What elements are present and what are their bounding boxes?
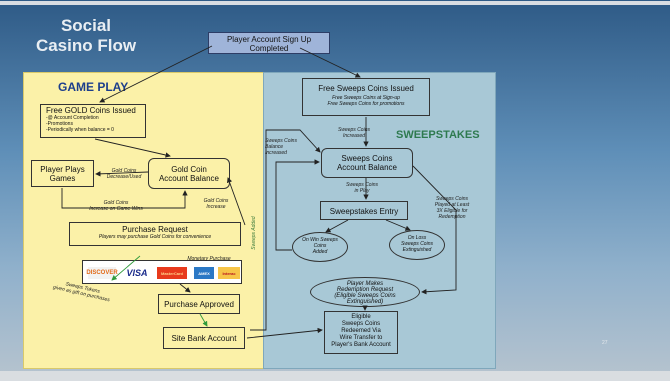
player-plays-node: Player Plays Games (31, 160, 94, 187)
gold-increase-line-2: Increase (206, 204, 226, 210)
gold-increase-win-label: Gold Coins Increase on Game Wins (76, 200, 156, 212)
gold-increase-line-1: Gold Coins (203, 198, 229, 204)
amex-card: AMEX (194, 267, 214, 279)
free-sweeps-line-1: Free Sweeps Coins at Sign-up (332, 95, 400, 101)
page-number: 27 (602, 340, 608, 346)
on-loss-node: On Loss Sweeps Coins Extinguished (389, 230, 445, 260)
sweepstakes-heading: SWEEPSTAKES (396, 129, 480, 141)
sweeps-increased-label: Sweeps Coins Increased (332, 127, 376, 139)
sweeps-increased-line-2: Increased (343, 133, 365, 139)
free-sweeps-title: Free Sweeps Coins Issued (318, 84, 414, 93)
bottom-strip (0, 371, 670, 381)
purchase-request-subtitle: Players may purchase Gold Coins for conv… (98, 234, 212, 240)
eligible-node: Eligible Sweeps Coins Redeemed Via Wire … (324, 311, 398, 354)
free-gold-line-2: -Promotions (46, 121, 73, 127)
slide-title-line-1: Social (60, 16, 112, 35)
free-gold-line-1: -@ Account Completion (46, 115, 99, 121)
signup-node: Player Account Sign Up Completed (208, 32, 330, 54)
sweeps-balance-increased-label: Sweeps Coins Balance Increased (265, 138, 303, 156)
free-gold-title: Free GOLD Coins Issued (46, 106, 136, 115)
free-sweeps-line-2: Free Sweeps Coins for promotions (327, 101, 405, 107)
slide-title-line-2: Casino Flow (35, 36, 137, 55)
on-win-line-3: Added (312, 249, 328, 255)
gold-decrease-line-1: Gold Coins (111, 168, 137, 174)
gold-balance-node: Gold Coin Account Balance (148, 158, 230, 189)
in-play-label: Sweeps Coins in Play (340, 182, 384, 194)
player-plays-line-2: Games (49, 174, 76, 183)
site-bank-label: Site Bank Account (171, 334, 237, 343)
in-play-line-1: Sweeps Coins (346, 182, 378, 188)
player-plays-line-1: Player Plays (40, 165, 85, 174)
eligible-line-4: Wire Transfer to (339, 335, 383, 341)
played-3x-label: Sweeps Coins Played at Least 3X Eligible… (428, 196, 476, 220)
eligible-line-5: Player's Bank Account (331, 342, 391, 348)
interac-card: Interac (218, 267, 240, 279)
gold-decrease-line-2: Decrease/Used (106, 174, 142, 180)
discover-card: DISCOVER (86, 267, 118, 279)
gold-increase-win-line-2: Increase on Game Wins (89, 206, 143, 212)
eligible-line-2: Sweeps Coins (341, 321, 381, 327)
sweeps-balance-increased-line-3: Increased (265, 150, 287, 156)
redemption-line-3: (Eligible Sweeps Coins (334, 293, 396, 299)
sweepstakes-entry-label: Sweepstakes Entry (329, 207, 399, 216)
free-sweeps-node: Free Sweeps Coins Issued Free Sweeps Coi… (302, 78, 430, 116)
game-play-heading: GAME PLAY (58, 80, 129, 94)
redemption-line-2: Redemption Request (336, 287, 394, 293)
sweepstakes-entry-node: Sweepstakes Entry (320, 201, 408, 220)
game-play-panel (23, 72, 265, 369)
sweeps-increased-line-1: Sweeps Coins (338, 127, 370, 133)
on-loss-line-3: Extinguished (402, 247, 432, 253)
slide-title: Social Casino Flow (16, 16, 156, 56)
sweeps-balance-line-2: Account Balance (336, 163, 398, 172)
sweeps-balance-line-1: Sweeps Coins (341, 154, 393, 163)
gold-decrease-label: Gold Coins Decrease/Used (102, 168, 146, 180)
gold-increase-label: Gold Coins Increase (196, 198, 236, 210)
redemption-line-1: Player Makes (346, 281, 384, 287)
purchase-request-node: Purchase Request Players may purchase Go… (69, 222, 241, 246)
free-gold-line-3: -Periodically when balance = 0 (46, 127, 114, 133)
top-frame-line (0, 1, 670, 5)
free-gold-node: Free GOLD Coins Issued -@ Account Comple… (40, 104, 146, 138)
signup-line-1: Player Account Sign Up (226, 35, 312, 44)
sweeps-balance-node: Sweeps Coins Account Balance (321, 148, 413, 178)
signup-line-2: Completed (249, 44, 289, 53)
redemption-line-4: Extinguished) (346, 299, 384, 305)
on-win-node: On Win Sweeps Coins Added (292, 232, 348, 262)
site-bank-node: Site Bank Account (163, 327, 245, 349)
gold-balance-line-1: Gold Coin (171, 165, 207, 174)
vertical-note: Sweeps Added (251, 216, 257, 250)
eligible-line-1: Eligible (351, 314, 371, 320)
mastercard-card: MasterCard (157, 267, 187, 279)
purchase-request-title: Purchase Request (122, 225, 188, 234)
on-win-line-1: On Win Sweeps (302, 237, 338, 243)
purchase-approved-node: Purchase Approved (158, 294, 240, 314)
played-3x-line-4: Redemption (438, 214, 466, 220)
eligible-line-3: Redeemed Via (341, 328, 381, 334)
visa-card: VISA (126, 268, 148, 278)
redemption-node: Player Makes Redemption Request (Eligibl… (310, 277, 420, 307)
in-play-line-2: in Play (354, 188, 370, 194)
gold-balance-line-2: Account Balance (158, 174, 220, 183)
purchase-approved-label: Purchase Approved (164, 300, 234, 309)
monetary-purchase-label: Monetary Purchase (187, 256, 231, 262)
on-loss-line-1: On Loss (407, 235, 427, 241)
